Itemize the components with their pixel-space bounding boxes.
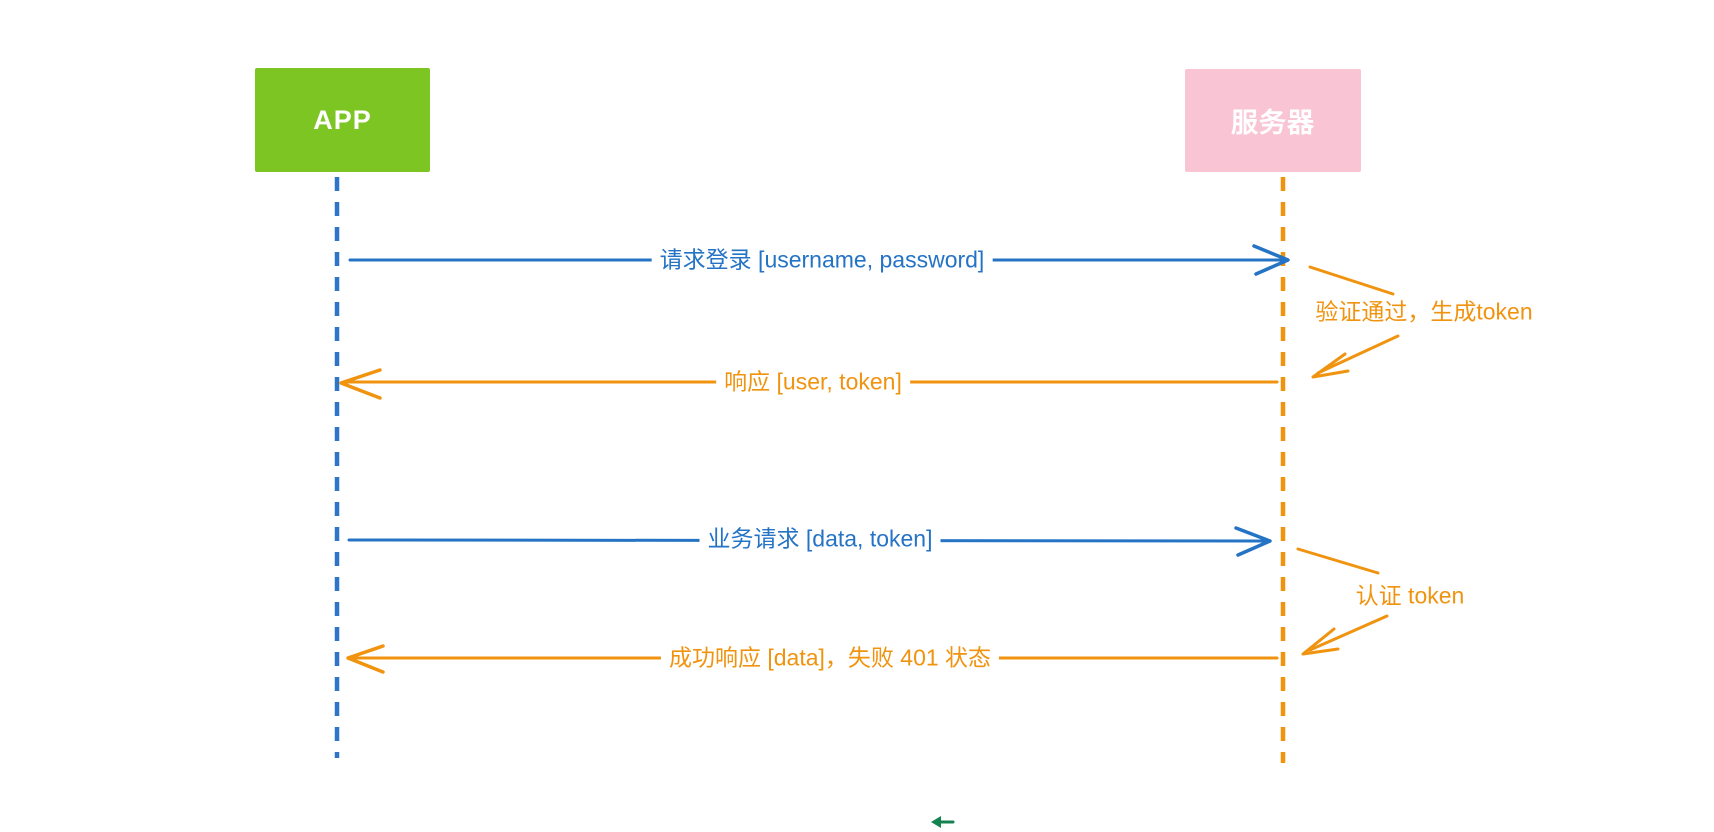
self-arrow-generate-token[interactable] [1308,265,1400,379]
message-label-login-request: 请求登录 [username, password] [651,245,993,275]
left-arrow-icon [931,816,955,828]
self-arrow-auth-token-head [1301,627,1340,656]
self-arrow-auth-token-line1[interactable] [1296,547,1380,575]
self-arrow-auth-token-line2[interactable] [1308,614,1389,652]
self-arrow-generate-token-head [1311,352,1350,379]
self-arrow-generate-token-line2[interactable] [1316,334,1400,375]
actor-label-app: APP [313,104,372,135]
message-label-generate-token: 验证通过，生成token [1315,298,1533,325]
message-label-auth-token: 认证 token [1355,582,1465,609]
self-arrow-generate-token-line1[interactable] [1308,265,1395,296]
actor-label-server: 服务器 [1231,108,1315,138]
actor-box-app[interactable]: APP [255,68,430,172]
arrow-business-request-head [1234,526,1272,557]
self-arrow-auth-token[interactable] [1296,547,1389,656]
message-label-business-response: 成功响应 [data]，失败 401 状态 [660,643,1000,673]
arrow-login-response-head [339,368,382,400]
actor-box-server[interactable]: 服务器 [1185,69,1361,172]
arrow-login-request-head [1252,244,1290,276]
arrow-business-response-head [346,644,385,674]
message-label-business-request: 业务请求 [data, token] [699,524,941,554]
message-label-login-response: 响应 [user, token] [716,367,910,397]
